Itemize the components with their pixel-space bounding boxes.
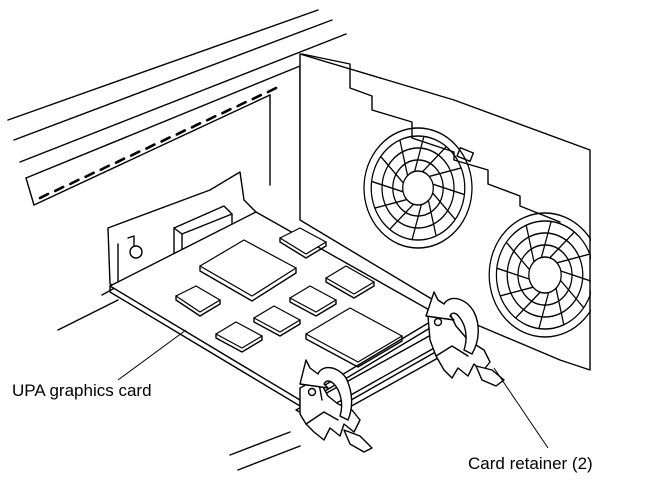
ventilation-slots xyxy=(38,86,278,200)
card-leader-line xyxy=(117,329,187,381)
vent-slot xyxy=(221,107,232,115)
fan-spoke xyxy=(427,200,437,237)
fan-spoke xyxy=(496,267,530,280)
retainer-leader-line xyxy=(493,367,549,449)
vent-slot xyxy=(84,171,95,179)
vent-slot xyxy=(175,129,187,136)
vent-slot xyxy=(236,100,247,108)
fan-spoke xyxy=(429,167,462,178)
fan-spoke xyxy=(540,221,552,258)
fan-spoke xyxy=(432,183,465,196)
fan-spoke xyxy=(505,241,530,271)
fan-spoke xyxy=(389,203,414,230)
vent-slot xyxy=(205,114,217,122)
fan-spoke xyxy=(432,192,456,220)
upa-graphics-card xyxy=(107,171,441,407)
fan-grille-icon xyxy=(363,127,473,249)
rotate-arrow-icon xyxy=(425,291,479,355)
retainer-label: Card retainer (2) xyxy=(468,454,593,473)
fan-spoke xyxy=(515,291,541,319)
vent-slot xyxy=(99,164,111,172)
fan-spoke xyxy=(538,292,550,329)
card-label: UPA graphics card xyxy=(12,381,152,400)
fan-spoke xyxy=(549,231,575,259)
fan-spoke xyxy=(555,288,565,325)
fan-spoke xyxy=(560,270,594,283)
vent-slot xyxy=(160,136,171,143)
card-retainer xyxy=(427,305,505,387)
vent-slot xyxy=(114,157,126,164)
vent-slot xyxy=(266,86,278,94)
vent-slot xyxy=(53,185,65,193)
fan-spoke xyxy=(371,180,404,193)
vent-slot xyxy=(145,143,156,150)
fan-spoke xyxy=(411,204,422,240)
fan-spoke xyxy=(414,136,425,172)
fan-spoke xyxy=(556,253,590,264)
fan-spoke xyxy=(399,139,409,176)
vent-slot xyxy=(129,150,141,157)
fan-spoke xyxy=(422,146,447,173)
fan-spoke xyxy=(380,156,404,184)
rotate-arrow-icon xyxy=(299,359,353,421)
vent-slot xyxy=(190,122,202,129)
fan-grille-icon xyxy=(488,212,602,338)
chassis-rails xyxy=(7,9,347,206)
vent-slot xyxy=(69,178,80,186)
fan-spoke xyxy=(560,279,585,309)
vent-slot xyxy=(38,192,50,200)
fan-spoke xyxy=(500,286,534,297)
vent-slot xyxy=(251,93,263,101)
fan-spoke xyxy=(374,198,407,209)
fan-spoke xyxy=(525,225,535,262)
